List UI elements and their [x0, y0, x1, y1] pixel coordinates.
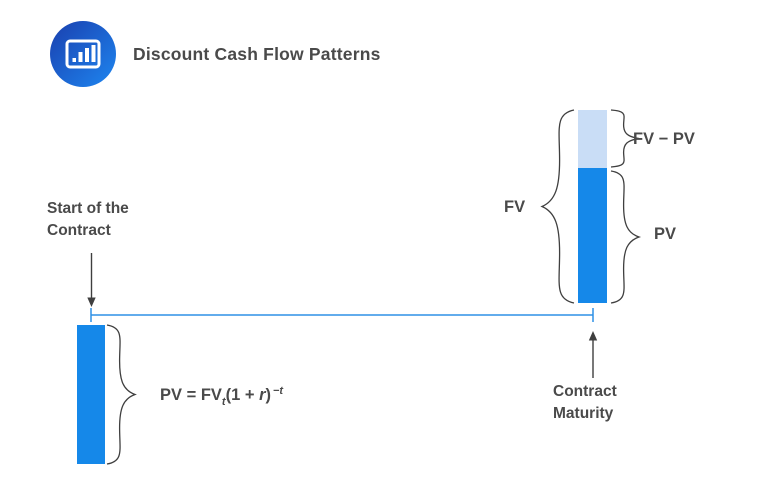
fv-bar-light-segment [578, 110, 607, 168]
formula-close: ) [265, 386, 271, 404]
fv-minus-pv-label: FV − PV [633, 130, 695, 148]
formula-exponent: −t [272, 385, 284, 397]
maturity-label-line2: Maturity [553, 405, 614, 422]
logo-bar-dot [72, 58, 76, 62]
logo-circle [50, 21, 116, 87]
start-down-arrow [87, 253, 96, 307]
fv-bar-dark-segment [578, 168, 607, 303]
fv-minus-pv-brace [610, 109, 640, 168]
formula-lhs: PV = FV [160, 386, 222, 404]
logo-chart-frame [65, 39, 101, 69]
pv-brace [610, 170, 642, 304]
logo-bar-medium [85, 48, 89, 62]
fv-label: FV [504, 198, 526, 216]
maturity-label-line1: Contract [553, 383, 617, 400]
start-label-line2: Contract [47, 222, 111, 239]
contract-maturity-label: Contract Maturity [553, 381, 617, 425]
pv-formula: PV = FVt(1 + r)−t [160, 385, 283, 408]
formula-open: (1 + [225, 386, 260, 404]
logo-bar-small [78, 52, 83, 62]
fv-brace [540, 109, 575, 304]
page-title: Discount Cash Flow Patterns [133, 44, 381, 64]
bar-chart-logo-icon [50, 21, 116, 87]
start-of-contract-label: Start of the Contract [47, 198, 129, 242]
logo-bar-tall [91, 45, 96, 62]
pv-label: PV [654, 225, 677, 243]
formula-subscript-t: t [221, 396, 226, 408]
pv-bar [77, 325, 105, 464]
pv-formula-brace [106, 324, 137, 465]
start-label-line1: Start of the [47, 200, 129, 217]
maturity-up-arrow [588, 331, 598, 378]
formula-rate-variable: r [259, 386, 266, 404]
